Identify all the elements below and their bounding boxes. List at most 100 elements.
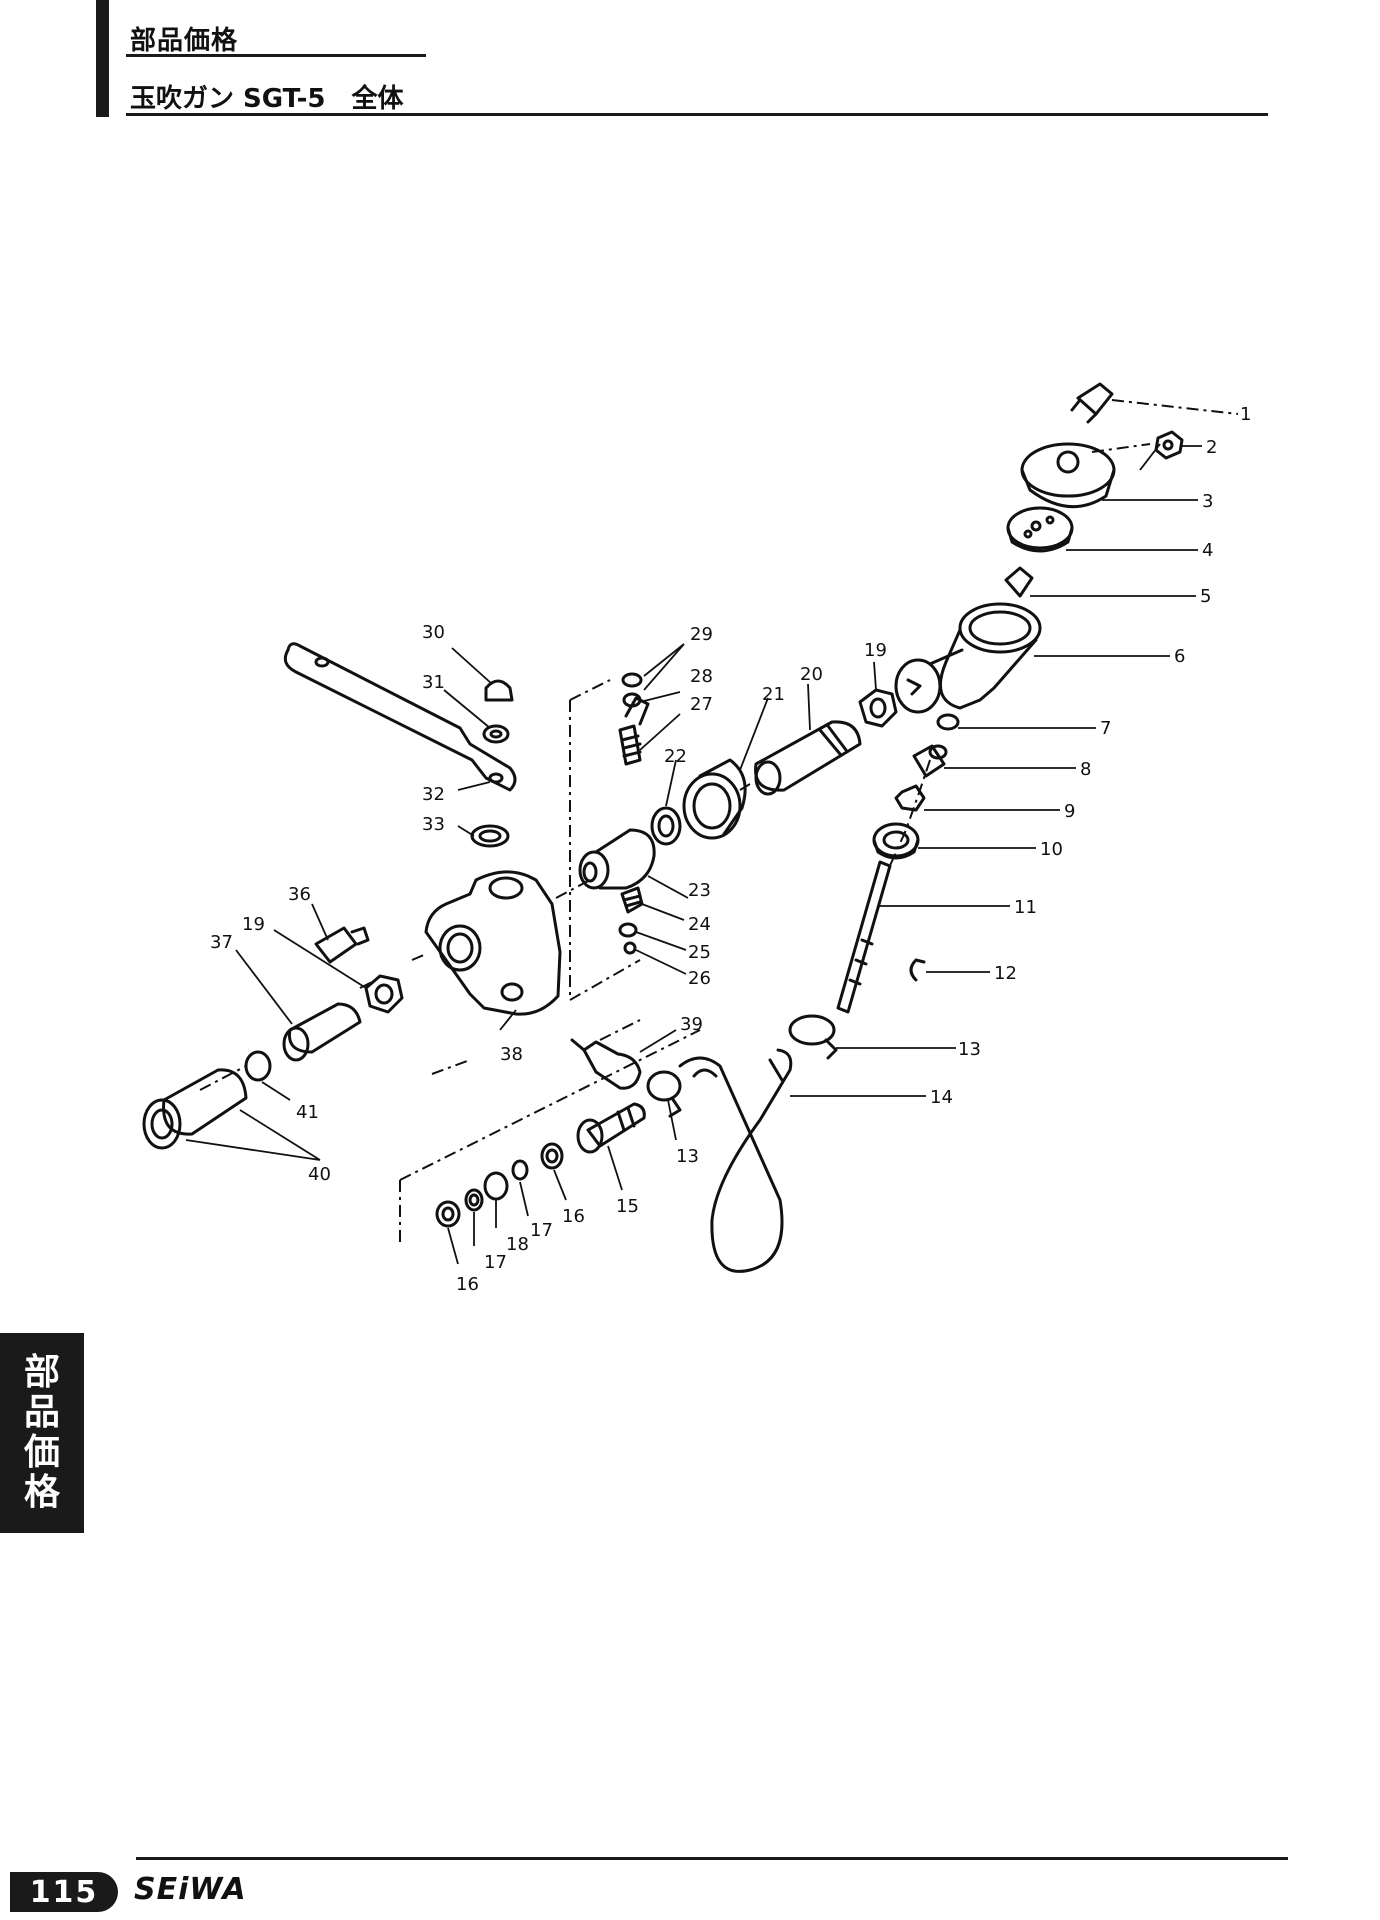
leader-lines xyxy=(185,443,1202,1265)
part-ball-26 xyxy=(623,941,637,955)
header-category: 部品価格 xyxy=(130,26,239,56)
label-27: 27 xyxy=(690,694,713,715)
part-washer-33 xyxy=(470,824,510,848)
label-17a: 17 xyxy=(484,1252,507,1273)
label-10: 10 xyxy=(1040,839,1063,860)
brand-logo: SEiWA xyxy=(134,1872,247,1907)
label-1: 1 xyxy=(1240,404,1251,425)
part-screw-24 xyxy=(620,886,644,914)
label-3: 3 xyxy=(1202,491,1213,512)
part-oring-17a xyxy=(511,1159,529,1181)
assembly-guide-lines xyxy=(199,399,1239,1244)
label-25: 25 xyxy=(688,942,711,963)
part-valve-39 xyxy=(570,1038,642,1090)
part-nut-10 xyxy=(872,822,920,860)
side-tab-char: 品 xyxy=(23,1392,60,1433)
header-divider-long xyxy=(126,113,1268,116)
label-2: 2 xyxy=(1206,437,1217,458)
label-26: 26 xyxy=(688,968,711,989)
part-body-23 xyxy=(578,828,656,890)
label-5: 5 xyxy=(1200,586,1211,607)
label-37: 37 xyxy=(210,932,233,953)
label-20: 20 xyxy=(800,664,823,685)
label-12: 12 xyxy=(994,963,1017,984)
label-13b: 13 xyxy=(676,1146,699,1167)
label-29: 29 xyxy=(690,624,713,645)
part-nozzle-tip xyxy=(1070,382,1114,424)
label-31: 31 xyxy=(422,672,445,693)
label-19a: 19 xyxy=(864,640,887,661)
label-28: 28 xyxy=(690,666,713,687)
part-cap xyxy=(1020,442,1116,509)
side-section-tab: 部 品 価 格 xyxy=(0,1333,84,1533)
label-16a: 16 xyxy=(562,1206,585,1227)
part-oring-41 xyxy=(244,1050,272,1082)
label-23: 23 xyxy=(688,880,711,901)
label-16b: 16 xyxy=(456,1274,479,1295)
part-fitting-9 xyxy=(894,784,926,812)
part-fitting-36 xyxy=(314,926,370,964)
label-32: 32 xyxy=(422,784,445,805)
label-19b: 19 xyxy=(242,914,265,935)
label-21: 21 xyxy=(762,684,785,705)
label-24: 24 xyxy=(688,914,711,935)
part-oring-25 xyxy=(618,922,638,938)
label-13a: 13 xyxy=(958,1039,981,1060)
label-38: 38 xyxy=(500,1044,523,1065)
header-accent-bar xyxy=(96,0,109,117)
part-capnut-30 xyxy=(484,679,514,702)
part-cup-18 xyxy=(483,1171,509,1201)
part-nut-16a xyxy=(540,1142,564,1170)
part-coupler-40 xyxy=(142,1068,248,1150)
label-17b: 17 xyxy=(530,1220,553,1241)
label-8: 8 xyxy=(1080,759,1091,780)
part-hose-14 xyxy=(678,1048,793,1273)
part-nut-19a xyxy=(858,688,898,728)
part-ring-29 xyxy=(621,672,643,688)
label-40: 40 xyxy=(308,1164,331,1185)
part-spring-valve-27 xyxy=(618,696,650,766)
part-nipple-15 xyxy=(576,1102,646,1154)
part-small-nozzle xyxy=(1004,566,1034,598)
label-4: 4 xyxy=(1202,540,1213,561)
part-head-elbow xyxy=(894,602,1042,714)
part-ring-28 xyxy=(622,692,642,708)
part-clamp-13a xyxy=(788,1014,838,1060)
part-disc xyxy=(1006,506,1074,553)
part-washer-22 xyxy=(650,806,682,846)
label-33: 33 xyxy=(422,814,445,835)
part-clamp-13b xyxy=(646,1070,682,1118)
header-divider-short xyxy=(126,54,426,57)
side-tab-char: 格 xyxy=(23,1472,60,1513)
page-number: 115 xyxy=(10,1872,118,1912)
part-tube-20 xyxy=(754,720,862,796)
label-41: 41 xyxy=(296,1102,319,1123)
part-fitting-37 xyxy=(282,1002,362,1062)
page-title: 玉吹ガン SGT-5 全体 xyxy=(130,84,404,114)
part-labels: 1 2 3 4 5 6 7 8 9 10 11 12 13 14 19 20 2… xyxy=(210,404,1251,1295)
label-7: 7 xyxy=(1100,718,1111,739)
part-nut-19b xyxy=(364,974,404,1014)
side-tab-char: 部 xyxy=(23,1352,60,1393)
label-18: 18 xyxy=(506,1234,529,1255)
label-15: 15 xyxy=(616,1196,639,1217)
side-tab-char: 価 xyxy=(23,1432,60,1473)
part-washer-31 xyxy=(482,724,510,744)
part-body-38 xyxy=(424,870,562,1016)
label-39: 39 xyxy=(680,1014,703,1035)
part-lever xyxy=(283,642,517,792)
part-clip-12 xyxy=(909,958,926,982)
label-6: 6 xyxy=(1174,646,1185,667)
label-11: 11 xyxy=(1014,897,1037,918)
part-oring-17b xyxy=(464,1188,484,1212)
part-tube-11 xyxy=(836,860,892,1014)
part-nut-16b xyxy=(435,1200,461,1228)
label-22: 22 xyxy=(664,746,687,767)
part-fitting-8 xyxy=(912,744,948,778)
label-9: 9 xyxy=(1064,801,1075,822)
label-30: 30 xyxy=(422,622,445,643)
footer-divider xyxy=(136,1857,1288,1860)
label-14: 14 xyxy=(930,1087,953,1108)
label-36: 36 xyxy=(288,884,311,905)
